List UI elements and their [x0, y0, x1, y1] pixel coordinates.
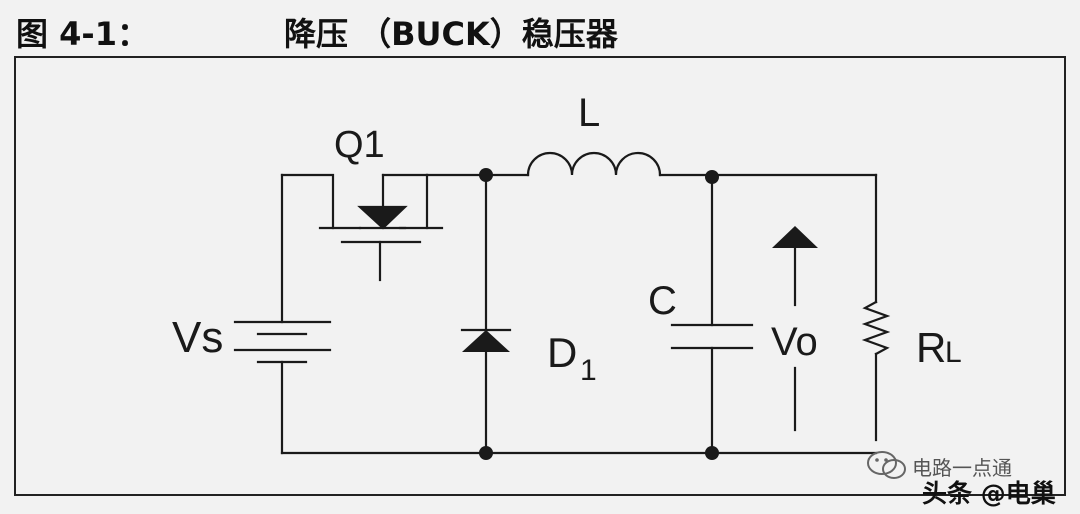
battery-symbol — [233, 173, 332, 455]
label-diode-subscript: 1 — [580, 354, 597, 387]
label-source: Vs — [172, 313, 223, 362]
inductor-symbol — [526, 151, 662, 177]
diode-triangle — [462, 330, 510, 352]
label-load-subscript: L — [945, 336, 962, 369]
figure-label: 图 4-1： — [16, 15, 149, 53]
junction-dot — [479, 168, 493, 182]
watermark-source: 头条 @电巢 — [922, 479, 1056, 508]
junction-dot — [705, 170, 719, 184]
mosfet-q1-symbol — [280, 173, 488, 282]
junction-dot — [479, 446, 493, 460]
watermark-channel: 电路一点通 — [912, 456, 1012, 480]
figure-title: 降压 （BUCK）稳压器 — [284, 15, 618, 53]
label-q1: Q1 — [334, 124, 385, 166]
label-inductor: L — [578, 91, 600, 135]
wechat-icon — [867, 451, 906, 479]
figure-frame — [14, 56, 1066, 496]
vo-arrow-head — [772, 226, 818, 248]
body-diode-triangle — [357, 205, 408, 230]
label-diode: D — [547, 329, 577, 376]
label-capacitor: C — [648, 279, 677, 323]
junction-dot — [705, 446, 719, 460]
resistor-zigzag — [861, 300, 891, 356]
label-output: Vo — [771, 320, 818, 364]
label-load: R — [916, 324, 946, 371]
